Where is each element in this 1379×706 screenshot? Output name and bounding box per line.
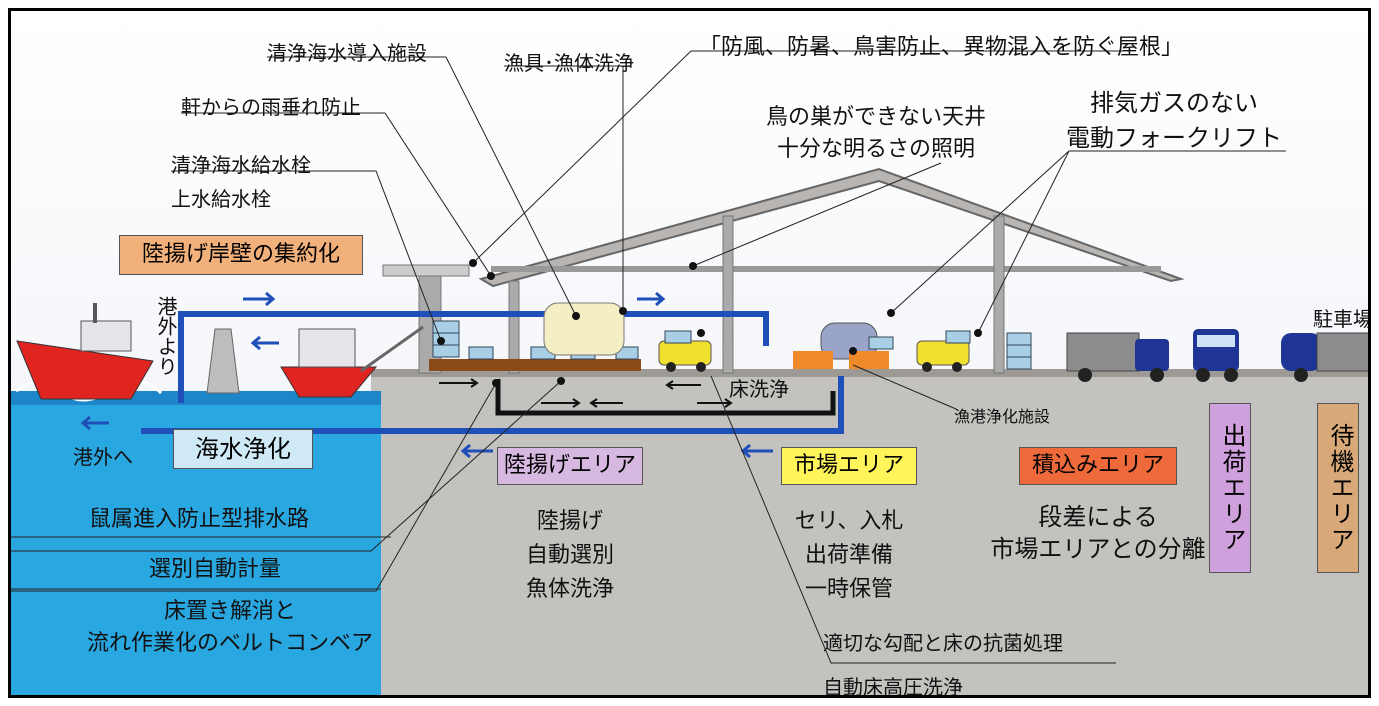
breakwater (206, 328, 240, 394)
crane-arm (360, 325, 424, 373)
callout-roof: 「防風、防暑、鳥害防止、異物混入を防ぐ屋根」 (699, 35, 1184, 60)
parking-label: 駐車場 (1313, 307, 1371, 331)
landing-area-label: 陸揚げエリア (497, 447, 643, 485)
seawater-purification-label: 海水浄化 (173, 429, 313, 469)
callout-forklift-line1: 排気ガスのない (1090, 89, 1258, 117)
flow-arrows (80, 291, 773, 459)
landing-item: 自動選別 (525, 543, 614, 568)
column (993, 215, 1005, 374)
fish-box (868, 336, 894, 350)
market-item: 一時保管 (804, 577, 893, 602)
loading-area-items: 段差による 市場エリアとの分離 (979, 501, 1217, 565)
landing-item: 陸揚げ (536, 509, 603, 534)
callout-seawater-hydrant: 清浄海水給水栓 (171, 153, 311, 177)
wheel (1078, 368, 1092, 382)
truck-body (1316, 332, 1368, 372)
wheel (1196, 368, 1210, 382)
floor-arrows (439, 378, 733, 408)
wheel (922, 362, 932, 372)
ship-cabin (298, 328, 356, 368)
wheel (1150, 368, 1164, 382)
orange-box (849, 351, 889, 369)
wheel (696, 362, 706, 372)
callout-forklift-line2: 電動フォークリフト (1066, 124, 1282, 152)
callout-forklift: 排気ガスのない 電動フォークリフト (1066, 83, 1282, 153)
fish-box (1006, 332, 1032, 346)
callout-gradient-floor: 適切な勾配と床の抗菌処理 (823, 631, 1063, 655)
callout-rodent-drain: 鼠属進入防止型排水路 (89, 507, 310, 532)
diagram-frame: 清浄海水導入施設 漁具･漁体洗浄 「防風、防暑、鳥害防止、異物混入を防ぐ屋根」 … (8, 8, 1371, 698)
callout-gear-wash: 漁具･漁体洗浄 (504, 51, 634, 75)
fish-box (468, 346, 494, 360)
floor-wash-label: 床洗浄 (729, 377, 789, 401)
wheel (1294, 368, 1308, 382)
wheel (1224, 368, 1238, 382)
to-outside-port-label: 港外へ (73, 445, 133, 469)
ground-surface (371, 369, 1368, 377)
fish-box (432, 344, 460, 358)
port-purification-facility-label: 漁港浄化施設 (954, 407, 1051, 426)
wheel (666, 362, 676, 372)
seawater-intake-tank (543, 302, 625, 356)
callout-eaves-drip: 軒からの雨垂れ防止 (181, 95, 361, 119)
column (508, 280, 520, 374)
callout-conveyor: 床置き解消と 流れ作業化のベルトコンベア (75, 593, 385, 657)
callout-conveyor-line2: 流れ作業化のベルトコンベア (86, 631, 373, 656)
callout-clean-seawater-intake: 清浄海水導入施設 (267, 41, 427, 65)
ship-hull (16, 340, 154, 400)
callout-ceiling-line1: 鳥の巣ができない天井 (766, 105, 987, 130)
truck-body (1066, 332, 1140, 372)
ship-mast (93, 303, 97, 323)
ground (371, 373, 1368, 695)
waiting-area-label: 待機エリア (1317, 403, 1359, 573)
quay-consolidation-label: 陸揚げ岸壁の集約化 (119, 235, 363, 275)
truck-window (1197, 335, 1235, 347)
conveyor (429, 359, 641, 371)
drain-pipe (141, 376, 844, 434)
loading-item: 段差による (1038, 503, 1158, 531)
forklift (658, 340, 712, 366)
eaves-top (382, 264, 470, 277)
callout-auto-weighing: 選別自動計量 (149, 557, 282, 582)
market-area-label: 市場エリア (781, 447, 917, 485)
leader-lines (11, 50, 1286, 664)
landing-area-items: 陸揚げ 自動選別 魚体洗浄 (497, 505, 643, 607)
fish-box (1006, 356, 1032, 370)
seawater-pipe (178, 311, 769, 403)
forklift (916, 340, 970, 366)
landing-item: 魚体洗浄 (525, 577, 614, 602)
market-item: セリ、入札 (794, 509, 904, 534)
market-area-items: セリ、入札 出荷準備 一時保管 (771, 505, 927, 607)
loading-item: 市場エリアとの分離 (990, 535, 1206, 563)
ship-cabin (80, 320, 132, 352)
callout-auto-floor-wash: 自動床高圧洗浄 (823, 675, 963, 698)
forklift-load (664, 330, 692, 344)
loading-area-label: 積込みエリア (1019, 447, 1177, 485)
fish-box (1006, 344, 1032, 358)
roof (478, 167, 1185, 288)
leader-dots (437, 259, 982, 387)
from-outside-port-label: 港外より (154, 296, 178, 376)
truck-cab (1135, 339, 1169, 371)
callout-conveyor-line1: 床置き解消と (163, 599, 296, 624)
wheel (952, 362, 962, 372)
truck-cab (1281, 333, 1321, 371)
orange-box (793, 351, 833, 369)
column (722, 215, 734, 374)
fish-box (432, 332, 460, 346)
drain-channel (495, 379, 836, 416)
callout-ceiling-line2: 十分な明るさの照明 (777, 137, 976, 162)
market-item: 出荷準備 (804, 543, 893, 568)
callout-ceiling: 鳥の巣ができない天井 十分な明るさの照明 (766, 99, 986, 163)
callout-water-hydrant: 上水給水栓 (171, 187, 271, 211)
shipping-area-label: 出荷エリア (1209, 403, 1251, 573)
forklift-load (945, 330, 971, 344)
